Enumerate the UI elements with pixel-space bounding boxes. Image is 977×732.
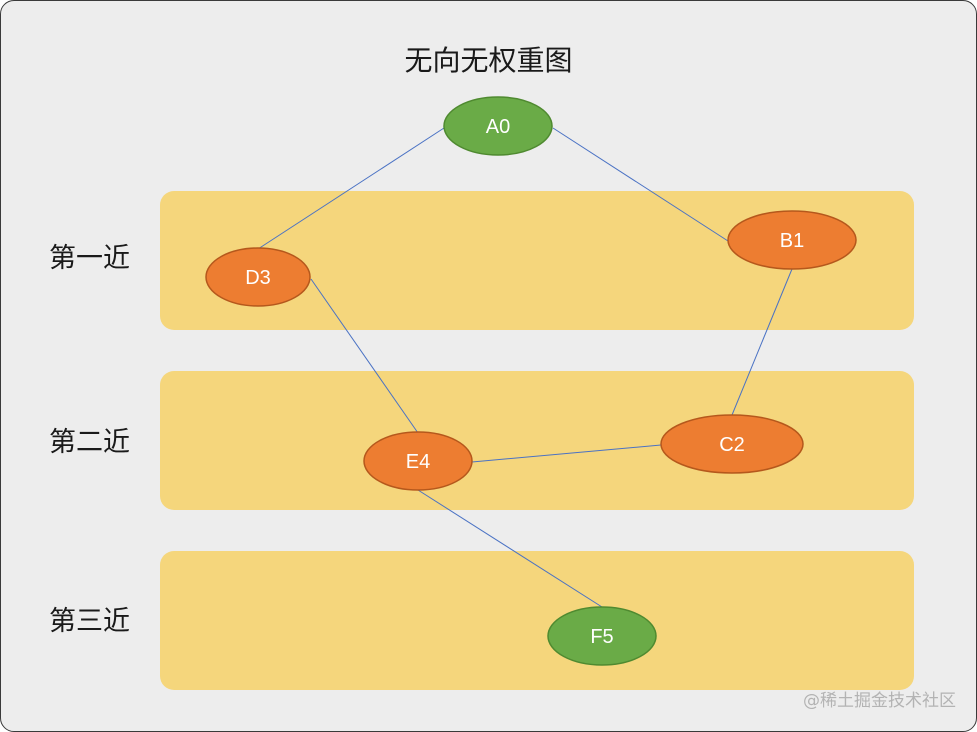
node-c2: C2 (660, 414, 804, 474)
band-label-third: 第三近 (49, 606, 130, 637)
node-ellipse (443, 96, 553, 156)
node-ellipse (205, 247, 311, 307)
node-e4: E4 (363, 431, 473, 491)
node-ellipse (727, 210, 857, 270)
band-third-nearest (160, 551, 914, 690)
node-f5: F5 (547, 606, 657, 666)
node-b1: B1 (727, 210, 857, 270)
diagram-title: 无向无权重图 (404, 44, 573, 77)
edge-a0-d3 (257, 127, 445, 250)
node-ellipse (547, 606, 657, 666)
band-label-first: 第一近 (49, 243, 130, 274)
node-d3: D3 (205, 247, 311, 307)
edge-a0-b1 (552, 127, 729, 242)
node-label: E4 (406, 451, 430, 473)
edge-b1-c2 (731, 268, 793, 416)
edge-e4-c2 (471, 444, 662, 463)
node-a0: A0 (443, 96, 553, 156)
watermark: @稀土掘金技术社区 (803, 691, 956, 711)
edge-d3-e4 (310, 278, 419, 434)
node-label: F5 (590, 626, 613, 648)
node-label: C2 (719, 434, 745, 456)
node-label: D3 (245, 267, 271, 289)
edge-layer (257, 127, 793, 608)
node-ellipse (660, 414, 804, 474)
node-ellipse (363, 431, 473, 491)
band-label-second: 第二近 (49, 427, 130, 458)
node-label: A0 (486, 116, 510, 138)
node-label: B1 (780, 230, 804, 252)
edge-e4-f5 (417, 489, 603, 608)
